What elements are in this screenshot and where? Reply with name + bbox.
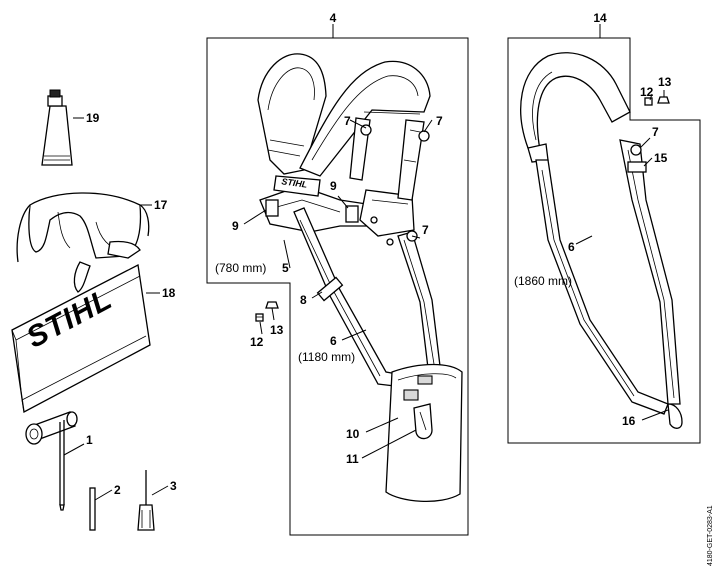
callout-9a: 9: [232, 219, 239, 233]
frame-harness-group-4: [206, 37, 469, 536]
callout-7d: 7: [652, 125, 659, 139]
dimension-1860: (1860 mm): [514, 274, 572, 288]
grease-tube-part: [41, 89, 73, 166]
callout-14: 14: [593, 11, 607, 25]
callout-4: 4: [330, 11, 337, 25]
callout-12a: 12: [250, 335, 264, 349]
callout-17: 17: [154, 198, 168, 212]
callout-9b: 9: [330, 179, 337, 193]
nut-part: [265, 301, 279, 309]
callout-1: 1: [86, 433, 93, 447]
callout-7a: 7: [344, 114, 351, 128]
screw-part-2: [644, 97, 653, 106]
stihl-logo-harness: STIHL: [281, 176, 308, 190]
callout-7c: 7: [422, 223, 429, 237]
svg-text:4180-GET-0283-A1: 4180-GET-0283-A1: [707, 505, 714, 566]
shoulder-strap-part: [520, 52, 683, 429]
callout-10: 10: [346, 427, 360, 441]
dimension-780: (780 mm): [215, 261, 266, 275]
dimension-1180: (1180 mm): [298, 350, 355, 364]
pin-part: [89, 487, 96, 531]
tool-pouch-part: [11, 264, 151, 414]
callout-16: 16: [622, 414, 636, 428]
callout-12b: 12: [640, 85, 654, 99]
callout-11: 11: [346, 452, 359, 466]
callout-7b: 7: [436, 114, 443, 128]
screw-part: [255, 313, 264, 322]
callout-2: 2: [114, 483, 121, 497]
frame-shoulder-strap-group-14: [507, 37, 701, 444]
safety-glasses-part: [16, 192, 150, 293]
callout-6b: 6: [568, 240, 575, 254]
callout-18: 18: [162, 286, 176, 300]
screwdriver-part: [137, 470, 155, 531]
callout-15: 15: [654, 151, 668, 165]
callout-5: 5: [282, 261, 289, 275]
leader-lines: [243, 24, 669, 459]
svg-text:STIHL: STIHL: [281, 176, 308, 190]
callout-19: 19: [86, 111, 100, 125]
nut-part-2: [657, 96, 670, 104]
callout-6a: 6: [330, 334, 337, 348]
callout-8: 8: [300, 293, 307, 307]
callout-3: 3: [170, 479, 177, 493]
callout-13b: 13: [658, 75, 672, 89]
combination-wrench-part: [25, 411, 78, 511]
reference-code: 4180-GET-0283-A1: [707, 505, 714, 566]
harness-part: [257, 53, 463, 503]
callout-13a: 13: [270, 323, 284, 337]
